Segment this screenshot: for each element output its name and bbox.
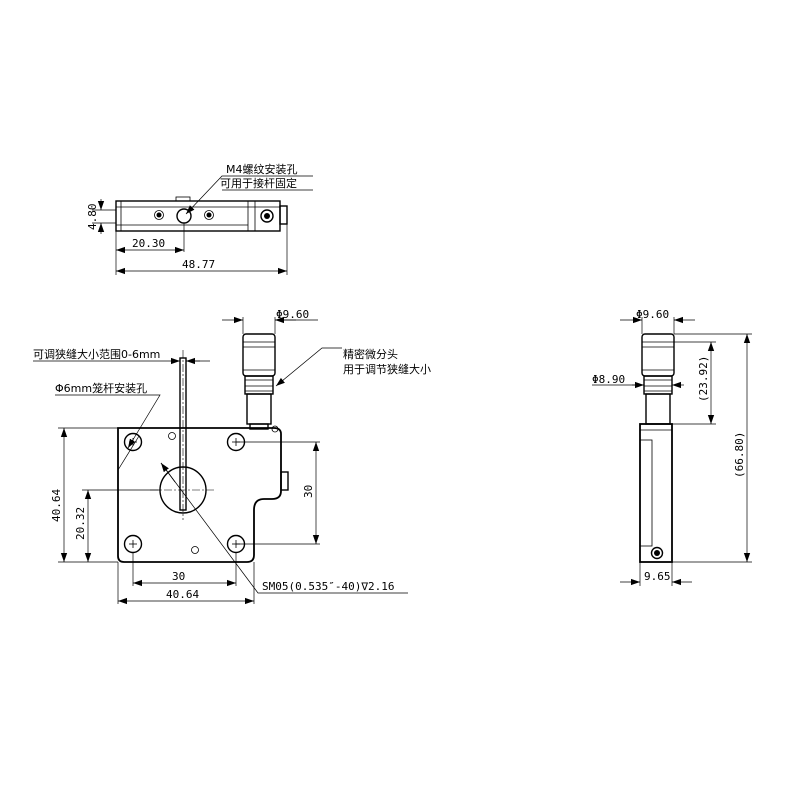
thread-spec: SM05(0.535″-40) xyxy=(262,580,361,593)
front-center-height-dim: 20.32 xyxy=(74,507,87,540)
front-micrometer-dia: Φ9.60 xyxy=(276,308,309,321)
side-total-height-dim: (66.80) xyxy=(733,432,746,478)
top-offset-dim: 20.30 xyxy=(132,237,165,250)
m4-note-line1: M4螺纹安装孔 xyxy=(226,162,298,176)
side-travel-dim: (23.92) xyxy=(697,356,710,402)
thread-depth: ∇2.16 xyxy=(360,580,394,593)
thread-note: SM05(0.535″-40)∇2.16 xyxy=(262,580,394,593)
front-hole-spacing-h-dim: 30 xyxy=(172,570,185,583)
cage-rod-note: Φ6mm笼杆安装孔 xyxy=(55,381,147,395)
side-body xyxy=(639,423,673,563)
side-thickness-dim: 9.65 xyxy=(644,570,671,583)
side-barrel-dia-dim: Φ8.90 xyxy=(592,373,625,386)
front-height-dim: 40.64 xyxy=(50,489,63,522)
top-height-dim: 4.80 xyxy=(86,204,99,231)
micrometer-note-line2: 用于调节狭缝大小 xyxy=(343,362,431,376)
micrometer-note-line1: 精密微分头 xyxy=(343,347,398,361)
top-length-dim: 48.77 xyxy=(182,258,215,271)
micrometer xyxy=(242,333,276,430)
front-hole-spacing-v-dim: 30 xyxy=(302,485,315,498)
side-top-dia-dim: Φ9.60 xyxy=(636,308,669,321)
top-view: M4螺纹安装孔 可用于接杆固定 4.80 20.30 48.77 xyxy=(86,162,313,275)
front-view: Φ9.60 可调狭缝大小范围0-6mm Φ6mm笼杆 xyxy=(33,308,431,605)
side-view: Φ9.60 Φ8.90 (23.92) (66.80) 9.65 xyxy=(592,308,752,586)
slit-note: 可调狭缝大小范围0-6mm xyxy=(33,347,160,361)
front-plate-outline xyxy=(117,427,282,563)
m4-note-line2: 可用于接杆固定 xyxy=(220,176,297,190)
front-width-dim: 40.64 xyxy=(166,588,199,601)
